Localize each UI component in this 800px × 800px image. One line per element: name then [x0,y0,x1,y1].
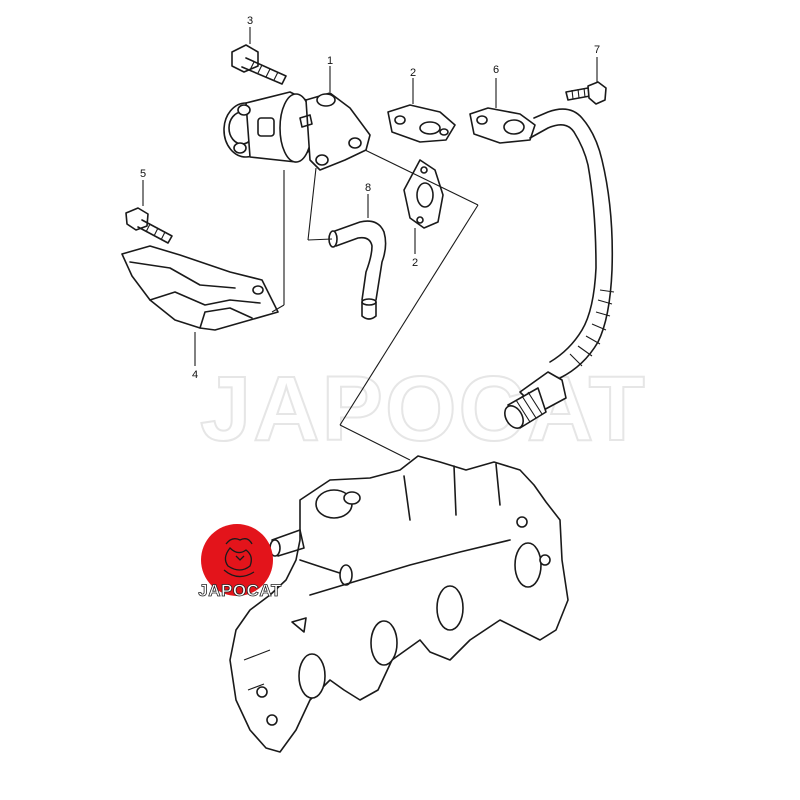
egr-valve-part-1 [223,91,371,171]
callout-6: 6 [493,64,499,76]
japocat-logo: JAPOCAT [198,524,282,600]
logo-circle [201,524,273,596]
bracket-part-4 [121,245,279,331]
gasket-part-2-upper [387,104,456,143]
callout-2-upper: 2 [410,67,416,79]
callout-2-lower: 2 [412,257,418,269]
callout-4: 4 [192,369,198,381]
gasket-part-2-lower [403,159,444,229]
logo-text: JAPOCAT [198,581,282,600]
hose-part-8 [328,220,387,320]
watermark-text: JAPOCAT [200,358,647,460]
callout-5: 5 [140,168,146,180]
egr-pipe [504,108,615,429]
assembly-lines [271,149,479,461]
callout-8: 8 [365,182,371,194]
callout-1: 1 [327,55,333,67]
pipe-flange-part-6 [469,107,536,144]
callout-7: 7 [594,44,600,56]
bolt-part-5 [125,207,173,244]
exhaust-manifold [229,455,569,753]
bolt-part-3 [231,44,287,85]
callout-3: 3 [247,15,253,27]
bolt-part-7 [565,81,607,105]
cat-icon [223,538,255,578]
